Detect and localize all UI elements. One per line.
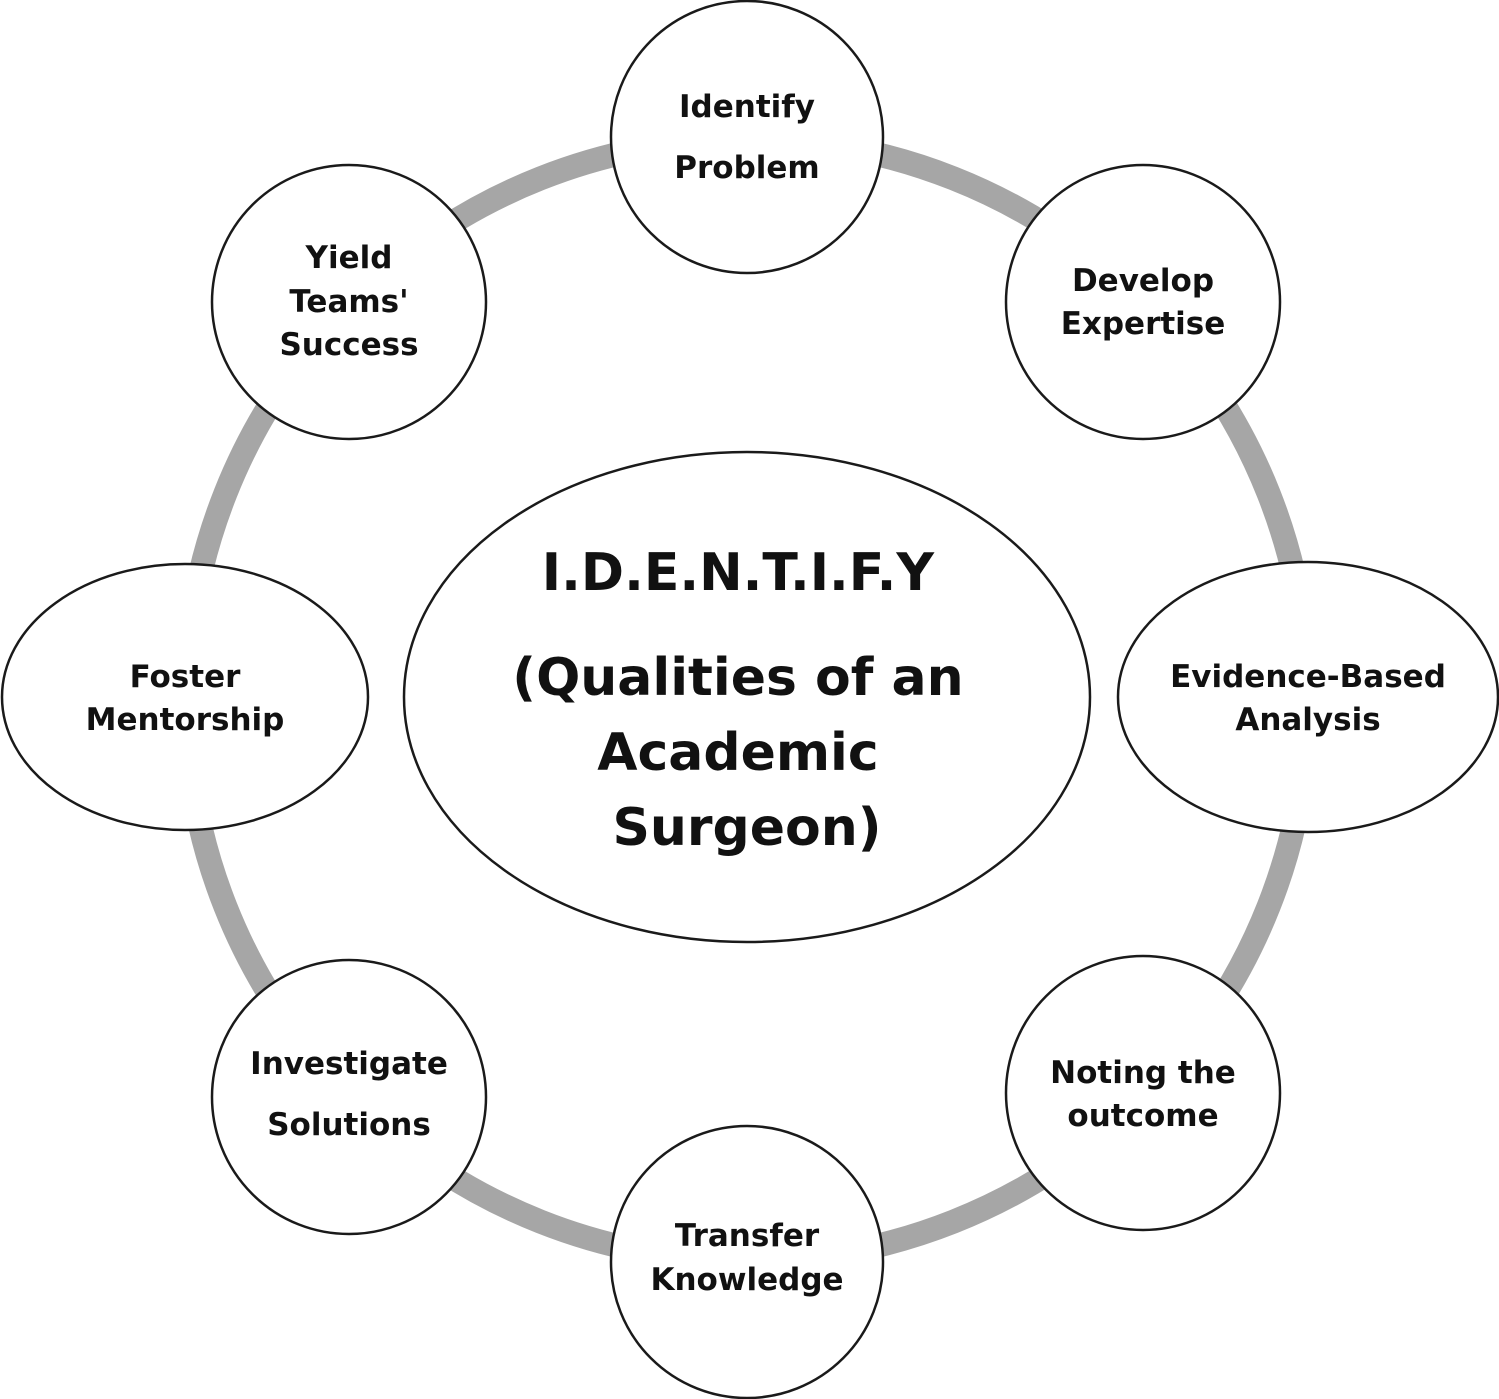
center-title: I.D.E.N.T.I.F.Y (Qualities of an Academi… xyxy=(512,543,981,858)
center-ellipse xyxy=(402,450,1092,944)
